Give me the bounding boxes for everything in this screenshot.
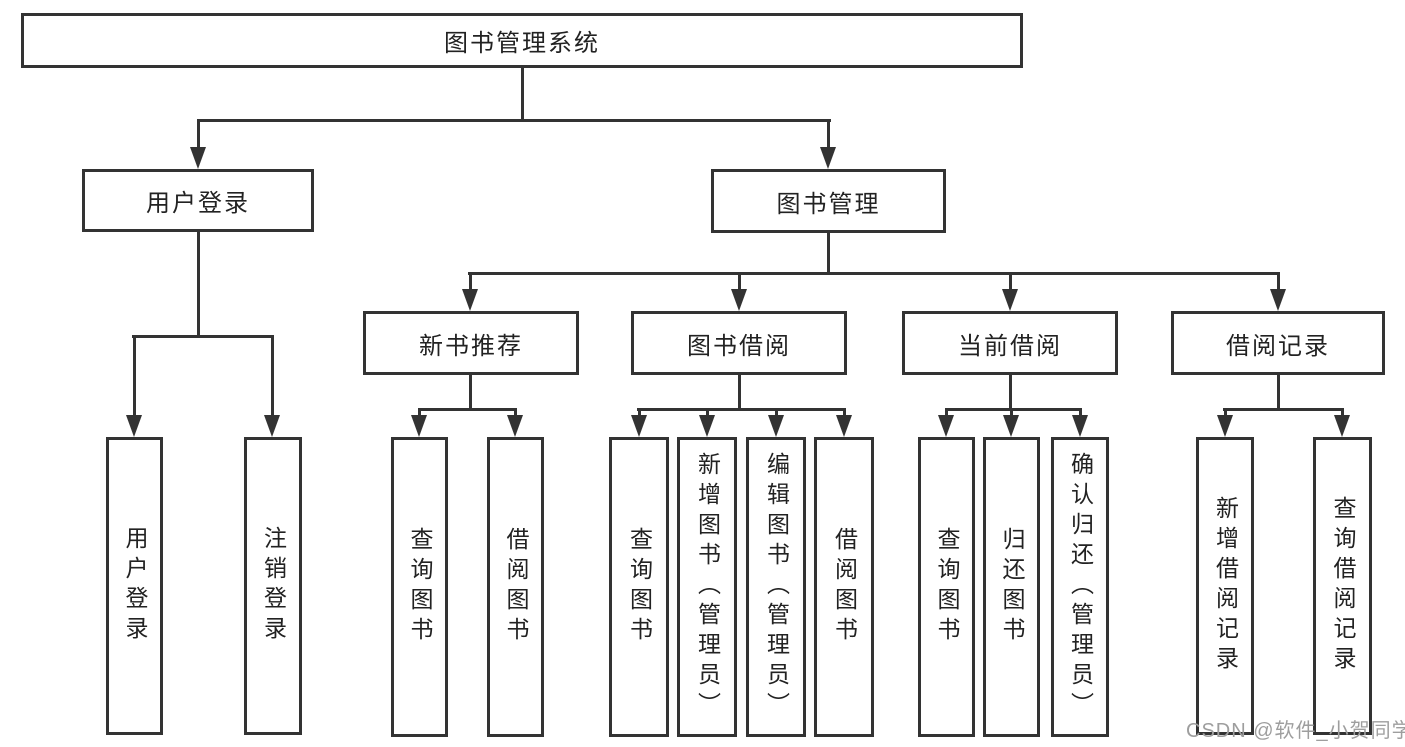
connector-line <box>418 408 517 411</box>
connector-line <box>132 335 274 338</box>
connector-line <box>1341 408 1344 419</box>
arrow-down-icon <box>1270 289 1286 311</box>
connector-line <box>945 408 948 419</box>
connector-line <box>827 119 830 151</box>
connector-line <box>1010 408 1013 419</box>
node-user-login: 用户登录 <box>82 169 314 232</box>
connector-line <box>1277 375 1280 411</box>
connector-line <box>468 272 1280 275</box>
connector-line <box>133 335 136 419</box>
connector-line <box>706 408 709 419</box>
connector-line <box>469 375 472 411</box>
connector-line <box>1079 408 1082 419</box>
connector-line <box>1009 272 1012 293</box>
node-label: 归还图书 <box>999 527 1025 647</box>
node-label: 用户登录 <box>122 526 148 646</box>
arrow-down-icon <box>190 147 206 169</box>
arrow-down-icon <box>411 415 427 437</box>
arrow-down-icon <box>836 415 852 437</box>
connector-line <box>469 272 472 293</box>
arrow-down-icon <box>1002 289 1018 311</box>
connector-line <box>638 408 641 419</box>
arrow-down-icon <box>507 415 523 437</box>
connector-line <box>637 408 845 411</box>
node-book-management: 图书管理 <box>711 169 946 233</box>
leaf-current-return-books: 归还图书 <box>983 437 1040 737</box>
leaf-borrowing-query-books: 查询图书 <box>609 437 669 737</box>
connector-line <box>1224 408 1227 419</box>
connector-line <box>514 408 517 419</box>
leaf-borrowing-borrow-books: 借阅图书 <box>814 437 874 737</box>
csdn-watermark: CSDN @软件_小贺同学 <box>1186 720 1405 742</box>
node-label: 图书管理系统 <box>444 30 600 57</box>
node-label: 查询借阅记录 <box>1330 496 1356 676</box>
leaf-user-login: 用户登录 <box>106 437 163 735</box>
arrow-down-icon <box>1217 415 1233 437</box>
connector-line <box>271 335 274 419</box>
leaf-borrowing-add-books-admin: 新增图书（管理员） <box>677 437 737 737</box>
arrow-down-icon <box>126 415 142 437</box>
arrow-down-icon <box>1003 415 1019 437</box>
node-label: 当前借阅 <box>958 332 1062 360</box>
connector-line <box>738 272 741 293</box>
leaf-logout: 注销登录 <box>244 437 302 735</box>
connector-line <box>945 408 1081 411</box>
node-label: 查询图书 <box>626 527 653 647</box>
arrow-down-icon <box>820 147 836 169</box>
leaf-newbook-borrow-books: 借阅图书 <box>487 437 544 737</box>
arrow-down-icon <box>938 415 954 437</box>
leaf-current-confirm-return-admin: 确认归还（管理员） <box>1051 437 1109 737</box>
connector-line <box>775 408 778 419</box>
leaf-current-query-books: 查询图书 <box>918 437 975 737</box>
node-label: 确认归还（管理员） <box>1067 452 1094 722</box>
arrow-down-icon <box>1072 415 1088 437</box>
node-label: 借阅图书 <box>831 527 858 647</box>
leaf-newbook-query-books: 查询图书 <box>391 437 448 737</box>
connector-line <box>843 408 846 419</box>
arrow-down-icon <box>462 289 478 311</box>
node-library-management-system: 图书管理系统 <box>21 13 1023 68</box>
connector-line <box>1223 408 1344 411</box>
node-borrowing-records: 借阅记录 <box>1171 311 1385 375</box>
node-label: 查询图书 <box>407 527 433 647</box>
connector-line <box>738 375 741 411</box>
leaf-records-add-borrow-record: 新增借阅记录 <box>1196 437 1254 735</box>
connector-line <box>1009 375 1012 411</box>
node-label: 注销登录 <box>260 526 287 646</box>
node-label: 用户登录 <box>146 190 250 217</box>
node-label: 新书推荐 <box>419 332 523 360</box>
node-label: 借阅记录 <box>1226 332 1330 360</box>
connector-line <box>521 68 524 122</box>
leaf-borrowing-edit-books-admin: 编辑图书（管理员） <box>746 437 806 737</box>
connector-line <box>197 119 831 122</box>
arrow-down-icon <box>768 415 784 437</box>
node-current-borrowing: 当前借阅 <box>902 311 1118 375</box>
connector-line <box>197 119 200 151</box>
node-label: 图书管理 <box>776 190 881 218</box>
connector-line <box>418 408 421 419</box>
node-label: 借阅图书 <box>503 527 529 647</box>
arrow-down-icon <box>631 415 647 437</box>
node-label: 新增图书（管理员） <box>694 452 721 722</box>
node-label: 编辑图书（管理员） <box>763 452 790 722</box>
connector-line <box>1277 272 1280 293</box>
node-label: 新增借阅记录 <box>1212 496 1239 676</box>
connector-line <box>827 232 830 275</box>
arrow-down-icon <box>264 415 280 437</box>
node-label: 查询图书 <box>934 527 960 647</box>
leaf-records-query-borrow-record: 查询借阅记录 <box>1313 437 1372 735</box>
node-label: 图书借阅 <box>687 332 791 360</box>
arrow-down-icon <box>1334 415 1350 437</box>
node-book-borrowing: 图书借阅 <box>631 311 847 375</box>
connector-line <box>197 232 200 338</box>
arrow-down-icon <box>731 289 747 311</box>
node-new-book-recommend: 新书推荐 <box>363 311 579 375</box>
arrow-down-icon <box>699 415 715 437</box>
